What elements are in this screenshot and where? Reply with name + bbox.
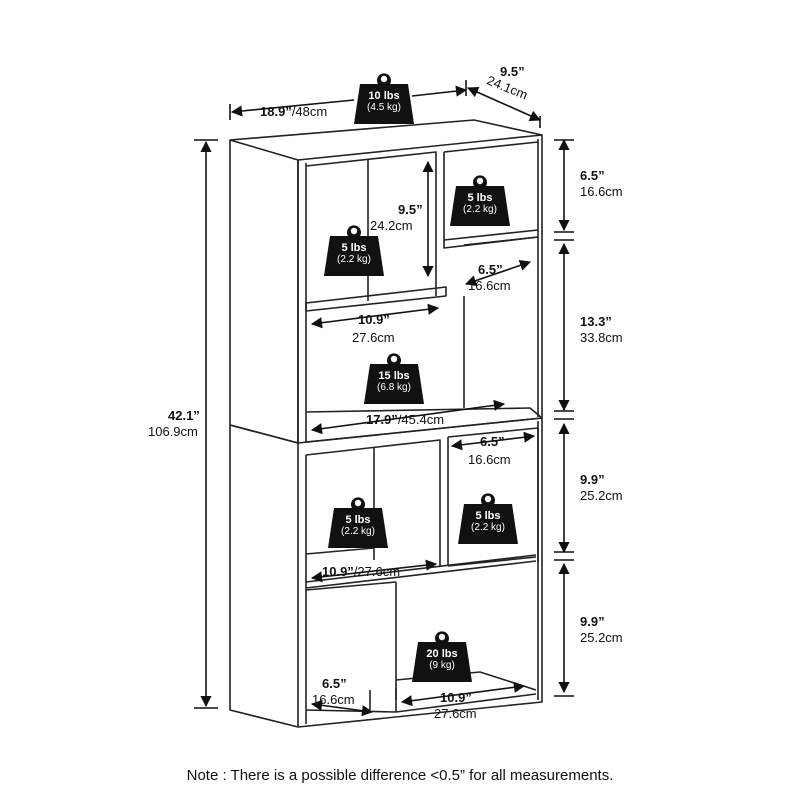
lower-right-cell-width-cm-label: 16.6cm: [468, 452, 511, 467]
dimension-lines: [194, 80, 574, 717]
top-left-cell-width-label: 10.9”: [358, 312, 390, 327]
lower-right-cell-width-label: 6.5”: [480, 434, 505, 449]
total-height-cm-label: 106.9cm: [148, 424, 198, 439]
top-depth-label: 9.5”: [500, 64, 525, 79]
measurement-note: Note : There is a possible difference <0…: [186, 767, 614, 784]
weight-kg: (2.2 kg): [341, 526, 375, 537]
weight-icon: 5 lbs (2.2 kg): [456, 490, 520, 546]
bottom-right-cell-width-label: 10.9”: [440, 690, 472, 705]
weight-lbs: 10 lbs: [368, 90, 400, 102]
top-right-cell-height-cm-label: 16.6cm: [580, 184, 623, 199]
bottom-height-label: 9.9”: [580, 614, 605, 629]
bottom-height-cm-label: 25.2cm: [580, 630, 623, 645]
top-right-cell-height-label: 6.5”: [580, 168, 605, 183]
weight-icon: 20 lbs (9 kg): [410, 628, 474, 684]
weight-kg: (2.2 kg): [471, 522, 505, 533]
weight-lbs: 20 lbs: [426, 648, 458, 660]
middle-shelf-width-label: 17.9”/45.4cm: [366, 412, 445, 427]
bottom-left-cell-width-label: 6.5”: [322, 676, 347, 691]
top-left-cell-height-label: 9.5”: [398, 202, 423, 217]
top-right-cell-width-cm-label: 16.6cm: [468, 278, 511, 293]
weight-kg: (2.2 kg): [337, 254, 371, 265]
right-mid-height-cm-label: 33.8cm: [580, 330, 623, 345]
weight-icon: 5 lbs (2.2 kg): [448, 172, 512, 228]
weight-lbs: 5 lbs: [467, 192, 493, 204]
weight-lbs: 5 lbs: [341, 242, 367, 254]
weight-icon: 5 lbs (2.2 kg): [326, 494, 390, 550]
weight-icon: 15 lbs (6.8 kg): [362, 350, 426, 406]
weight-lbs: 15 lbs: [378, 370, 410, 382]
weight-icon: 5 lbs (2.2 kg): [322, 222, 386, 278]
top-left-cell-width-cm-label: 27.6cm: [352, 330, 395, 345]
bottom-left-cell-width-cm-label: 16.6cm: [312, 692, 355, 707]
lower-upper-height-cm-label: 25.2cm: [580, 488, 623, 503]
weight-kg: (2.2 kg): [463, 204, 497, 215]
top-right-cell-width-label: 6.5”: [478, 262, 503, 277]
weight-icon: 10 lbs (4.5 kg): [352, 70, 416, 126]
weight-kg: (6.8 kg): [377, 382, 411, 393]
top-width-label: 18.9”/48cm: [260, 104, 328, 119]
weight-kg: (4.5 kg): [367, 102, 401, 113]
weight-kg: (9 kg): [429, 660, 455, 671]
total-height-label: 42.1”: [168, 408, 200, 423]
lower-upper-height-label: 9.9”: [580, 472, 605, 487]
right-mid-height-label: 13.3”: [580, 314, 612, 329]
top-left-cell-height-cm-label: 24.2cm: [370, 218, 413, 233]
lower-left-cell-width-label: 10.9”/27.6cm: [322, 564, 401, 579]
weight-lbs: 5 lbs: [345, 514, 371, 526]
bottom-right-cell-width-cm-label: 27.6cm: [434, 706, 477, 721]
weight-lbs: 5 lbs: [475, 510, 501, 522]
